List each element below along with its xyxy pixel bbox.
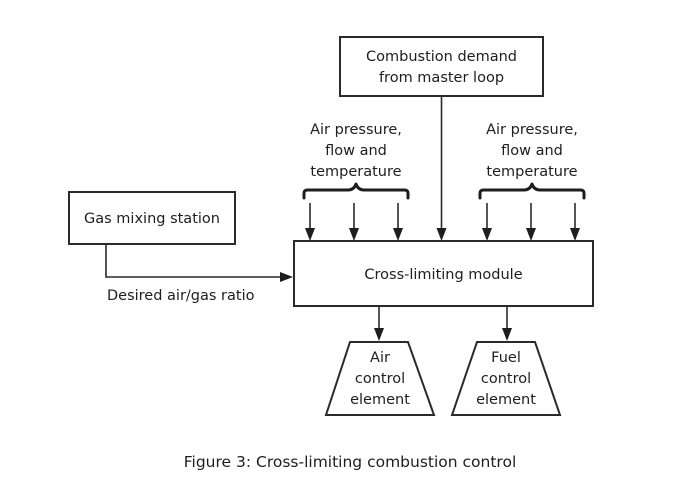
desired-air-gas-ratio-label: Desired air/gas ratio — [107, 288, 255, 304]
cross-limiting-module-box — [293, 240, 594, 307]
combustion-demand-label-line1: Combustion demand — [366, 49, 517, 65]
air-control-element-label-line2: control — [355, 371, 405, 387]
combustion-demand-label-line2: from master loop — [379, 70, 504, 86]
cross-limiting-module-node: Cross-limiting module — [293, 240, 594, 307]
fuel-control-element-label-line3: element — [476, 392, 536, 408]
left-inputs-label-line3: temperature — [310, 164, 401, 180]
gas-mixing-station-node: Gas mixing station — [68, 191, 236, 245]
gas-mixing-station-box — [68, 191, 236, 245]
left-input-arrowhead-1 — [305, 228, 315, 241]
figure-caption: Figure 3: Cross-limiting combustion cont… — [184, 453, 517, 471]
fuel-control-element-label-line2: control — [481, 371, 531, 387]
right-inputs-label-line2: flow and — [501, 143, 563, 159]
combustion-to-module-arrowhead — [436, 228, 447, 241]
right-inputs-label-line3: temperature — [486, 164, 577, 180]
fuel-control-element-shape — [450, 341, 562, 416]
left-air-inputs-group: Air pressure, flow and temperature — [302, 122, 410, 241]
right-air-inputs-group: Air pressure, flow and temperature — [478, 122, 586, 241]
air-control-element-label-line1: Air — [370, 350, 390, 366]
fuel-control-element-label-line1: Fuel — [491, 350, 521, 366]
right-inputs-label-line1: Air pressure, — [486, 122, 578, 138]
right-input-arrowhead-1 — [482, 228, 492, 241]
air-control-element-label-line3: element — [350, 392, 410, 408]
combustion-demand-box — [339, 36, 544, 97]
module-to-air-arrowhead — [374, 328, 384, 341]
cross-limiting-module-label: Cross-limiting module — [364, 267, 522, 283]
left-inputs-label-line1: Air pressure, — [310, 122, 402, 138]
fuel-control-element-node: Fuel control element — [450, 341, 562, 416]
left-input-arrowhead-3 — [393, 228, 403, 241]
gas-to-module-arrowhead — [280, 272, 293, 282]
left-curly-brace-icon — [302, 182, 410, 200]
air-control-element-node: Air control element — [324, 341, 436, 416]
gas-mixing-station-label: Gas mixing station — [84, 211, 220, 227]
gas-to-module-connector — [105, 244, 281, 278]
module-to-fuel-arrowhead — [502, 328, 512, 341]
right-curly-brace-icon — [478, 182, 586, 200]
left-inputs-label-line2: flow and — [325, 143, 387, 159]
left-input-arrowhead-2 — [349, 228, 359, 241]
combustion-demand-node: Combustion demand from master loop — [339, 36, 544, 97]
air-control-element-shape — [324, 341, 436, 416]
right-input-arrowhead-2 — [526, 228, 536, 241]
right-input-arrowhead-3 — [570, 228, 580, 241]
